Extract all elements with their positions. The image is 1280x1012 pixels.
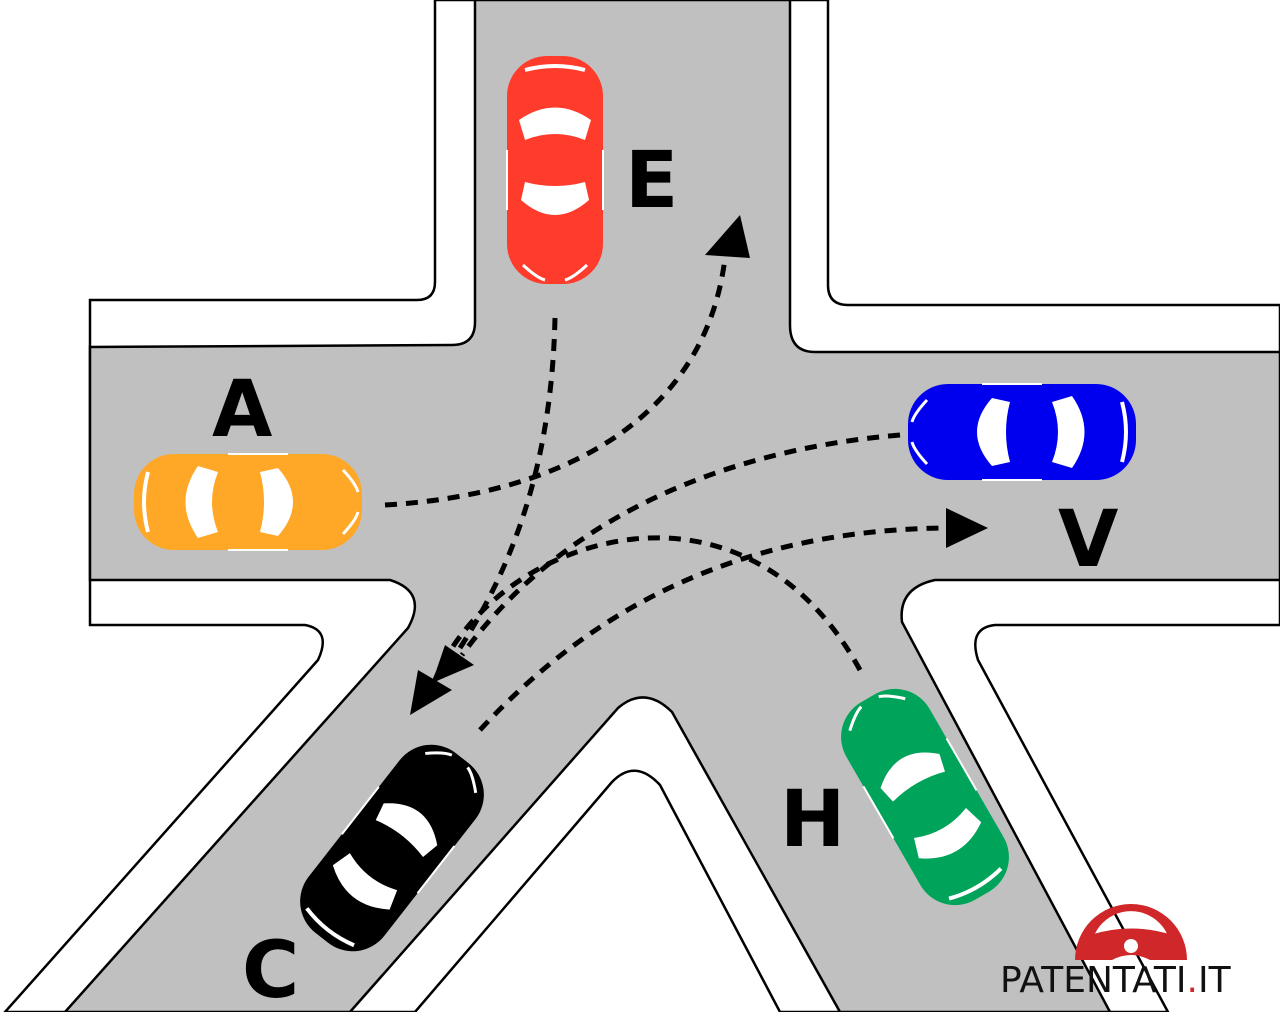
car-V [908,384,1136,480]
svg-text:PATENTATI.IT: PATENTATI.IT [1000,960,1232,1001]
label-C: C [242,926,299,1012]
logo-dot: . [1187,960,1198,1001]
label-V: V [1058,495,1118,585]
label-H: H [780,775,845,865]
car-A [134,454,362,550]
label-E: E [625,136,678,226]
label-A: A [212,365,272,455]
car-E [507,56,603,284]
logo-text: PATENTATI [1000,960,1187,1001]
logo-tld: IT [1198,960,1232,1001]
